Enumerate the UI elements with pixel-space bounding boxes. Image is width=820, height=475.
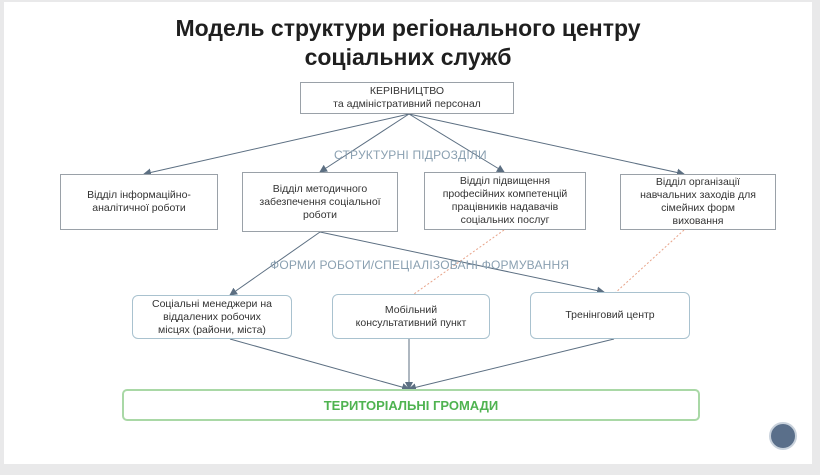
arrow-leadership-to-dept-2 xyxy=(319,113,410,173)
title-line-2: соціальних служб xyxy=(304,44,512,70)
department-1-line-2: аналітичної роботи xyxy=(92,202,186,214)
form-1-line-2: віддалених робочих xyxy=(163,310,261,323)
arrow-form-1-to-communities xyxy=(229,338,410,391)
arrow-form-3-to-communities xyxy=(408,338,615,392)
department-1-line-1: Відділ інформаційно- xyxy=(87,189,191,201)
arrow-leadership-to-dept-1 xyxy=(143,113,410,177)
department-box-2: Відділ методичного забезпечення соціальн… xyxy=(242,172,398,232)
arrow-leadership-to-dept-4 xyxy=(408,113,685,177)
department-2-line-3: роботи xyxy=(303,208,337,221)
department-4-line-2: навчальних заходів для xyxy=(640,189,756,201)
form-box-mobile-point: Мобільний консультативний пункт xyxy=(332,294,490,339)
form-box-training-center: Тренінговий центр xyxy=(530,292,690,339)
department-3-line-4: соціальних послуг xyxy=(460,214,550,226)
title-line-1: Модель структури регіонального центру xyxy=(175,15,641,41)
form-2-line-2: консультативний пункт xyxy=(355,316,467,329)
department-box-3: Відділ підвищення професійних компетенці… xyxy=(424,172,586,230)
department-2-line-1: Відділ методичного xyxy=(272,182,368,195)
connector-lines xyxy=(143,113,685,392)
department-3-line-1: Відділ підвищення xyxy=(459,175,551,187)
leadership-box: КЕРІВНИЦТВО та адміністративний персонал xyxy=(300,82,514,114)
form-1-line-3: місцях (райони, міста) xyxy=(158,323,266,336)
forms-of-work-label: ФОРМИ РОБОТИ/СПЕЦІАЛІЗОВАНІ ФОРМУВАННЯ xyxy=(270,258,570,272)
arrow-leadership-to-dept-3 xyxy=(408,113,505,173)
diagram-title: Модель структури регіонального центру со… xyxy=(4,14,812,72)
dotted-dept4-to-form-3 xyxy=(613,229,685,295)
slide: Модель структури регіонального центру со… xyxy=(4,2,812,464)
leadership-title: КЕРІВНИЦТВО xyxy=(369,85,445,97)
department-4-line-1: Відділ організації xyxy=(655,176,741,188)
department-4-line-3: сімейних форм xyxy=(661,202,735,214)
circle-nav-icon[interactable] xyxy=(769,422,797,450)
territorial-communities-box: ТЕРИТОРІАЛЬНІ ГРОМАДИ xyxy=(122,389,700,421)
structural-units-label: СТРУКТУРНІ ПІДРОЗДІЛИ xyxy=(334,148,487,162)
arrow-dept2-to-form-1 xyxy=(229,231,321,296)
department-box-1: Відділ інформаційно- аналітичної роботи xyxy=(60,174,218,230)
department-3-line-2: професійних компетенцій xyxy=(442,188,568,200)
department-4-line-4: виховання xyxy=(672,215,724,227)
form-2-line-1: Мобільний xyxy=(384,303,438,316)
leadership-subtitle: та адміністративний персонал xyxy=(333,98,481,110)
form-3-line-1: Тренінговий центр xyxy=(565,309,655,321)
form-1-line-1: Соціальні менеджери на xyxy=(152,297,272,310)
department-box-4: Відділ організації навчальних заходів дл… xyxy=(620,174,776,230)
arrow-dept2-to-form-3 xyxy=(319,231,605,295)
department-3-line-3: працівників надавачів xyxy=(451,201,559,213)
dotted-dept3-to-form-2 xyxy=(413,229,505,295)
department-2-line-2: забезпечення соціальної xyxy=(259,195,381,208)
form-box-social-managers: Соціальні менеджери на віддалених робочи… xyxy=(132,295,292,339)
